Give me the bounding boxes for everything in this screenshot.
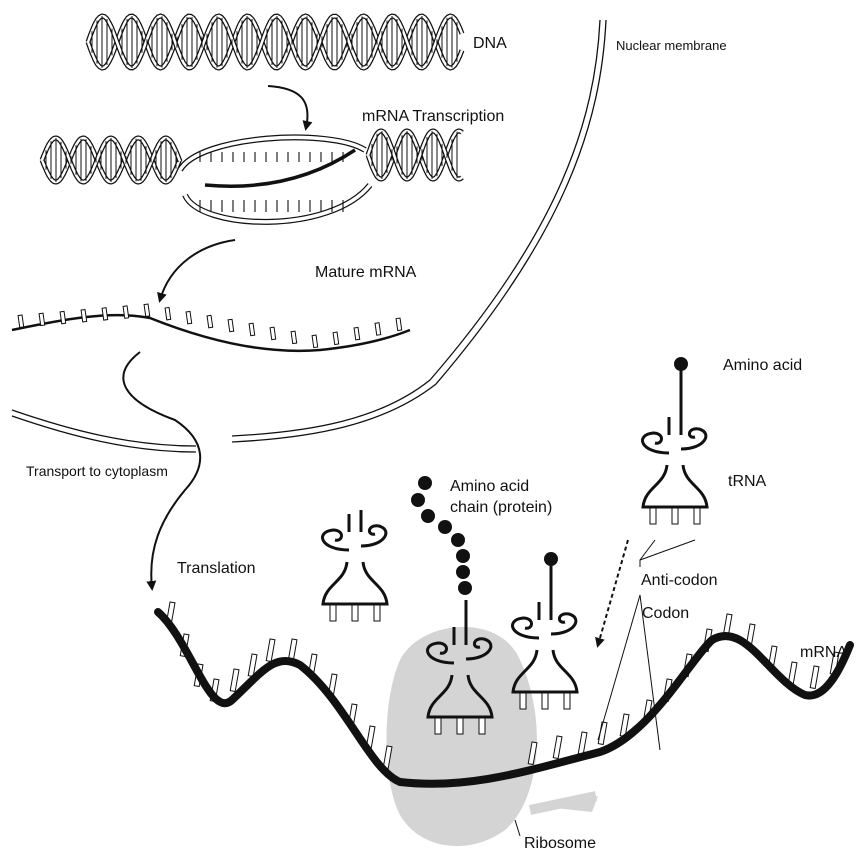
mrna-codon-base <box>810 666 819 689</box>
label-transcription: mRNA Transcription <box>362 108 504 125</box>
mature-mrna-base <box>81 310 87 322</box>
mature-mrna-base <box>207 315 213 327</box>
trna-free-anticodon-arm <box>323 562 387 604</box>
ribosome-pointer <box>515 820 520 836</box>
mature-mrna-base <box>291 331 297 343</box>
trna-incoming-anticodon-base <box>650 508 656 524</box>
nuclear-membrane <box>12 20 606 452</box>
trna-incoming-anticodon-base <box>672 508 678 524</box>
mature-mrna-base <box>18 315 24 327</box>
mature-mrna-strand <box>12 304 410 351</box>
trna-peptidyl-ribosome-anticodon-base <box>479 718 485 734</box>
mature-mrna-base <box>249 323 255 335</box>
trna-charged-ribosome-anticodon-base <box>564 693 570 709</box>
codon-pointer-1 <box>598 595 640 740</box>
trna-arrival-arrow <box>598 540 628 645</box>
anticodon-pointer <box>640 540 695 567</box>
trna-charged-ribosome-anticodon-base <box>520 693 526 709</box>
label-mature-mrna: Mature mRNA <box>315 264 417 281</box>
label-amino-acid: Amino acid <box>723 357 802 374</box>
label-codon: Codon <box>642 605 689 622</box>
mature-mrna-base <box>186 311 192 323</box>
label-anticodon: Anti-codon <box>641 572 718 589</box>
mature-mrna-base <box>354 327 360 339</box>
mature-mrna-base <box>270 327 276 339</box>
label-ribosome: Ribosome <box>524 835 596 852</box>
mature-mrna-base <box>396 318 402 330</box>
transcription-bubble <box>180 137 370 221</box>
trna-incoming-d-loop <box>642 433 669 453</box>
trna-incoming-t-loop <box>681 429 706 449</box>
mrna-codon-base <box>553 736 562 759</box>
label-mrna: mRNA <box>800 644 847 661</box>
mrna-codon-base <box>578 732 587 755</box>
trna-incoming-anticodon-base <box>694 508 700 524</box>
trna-free-d-loop <box>322 530 349 550</box>
label-translation: Translation <box>177 560 256 577</box>
dna-double-helix <box>88 16 462 68</box>
trna-free <box>322 510 387 621</box>
label-trna: tRNA <box>728 473 767 490</box>
mature-mrna-base <box>165 307 171 319</box>
maturation-arrow <box>160 240 235 300</box>
ribosome <box>387 627 599 846</box>
trna-charged-ribosome-amino-acid <box>544 552 558 566</box>
mature-mrna-base <box>228 319 234 331</box>
label-dna: DNA <box>473 35 507 52</box>
ribosome-body <box>387 627 537 846</box>
mature-mrna-base <box>312 335 318 347</box>
transcription-arrow <box>268 86 307 128</box>
trna-free-anticodon-base <box>352 605 358 621</box>
mature-mrna-base <box>144 304 150 316</box>
label-transport: Transport to cytoplasm <box>26 463 168 479</box>
label-amino-chain-line1: Amino acid <box>450 478 529 495</box>
mature-mrna-base <box>60 311 66 323</box>
mature-mrna-base <box>102 308 108 320</box>
trna-free-anticodon-base <box>330 605 336 621</box>
trna-incoming-anticodon-arm <box>643 465 707 507</box>
trna-charged-ribosome-d-loop <box>512 618 539 638</box>
trna-incoming-amino-acid <box>674 357 688 371</box>
trna-peptidyl-ribosome-anticodon-base <box>435 718 441 734</box>
mrna-codon-base <box>266 639 275 662</box>
mrna-codon-base <box>230 669 239 692</box>
mature-mrna-base <box>375 323 381 335</box>
trna-free-anticodon-base <box>374 605 380 621</box>
trna-free-t-loop <box>361 526 386 546</box>
trna-peptidyl-ribosome-anticodon-base <box>457 718 463 734</box>
trna-charged-ribosome-anticodon-base <box>542 693 548 709</box>
label-amino-chain-line2: chain (protein) <box>450 499 552 516</box>
mature-mrna-base <box>333 332 339 344</box>
label-nuclear-membrane: Nuclear membrane <box>616 38 727 53</box>
trna-incoming <box>642 357 707 524</box>
trna-charged-ribosome-t-loop <box>551 614 576 634</box>
